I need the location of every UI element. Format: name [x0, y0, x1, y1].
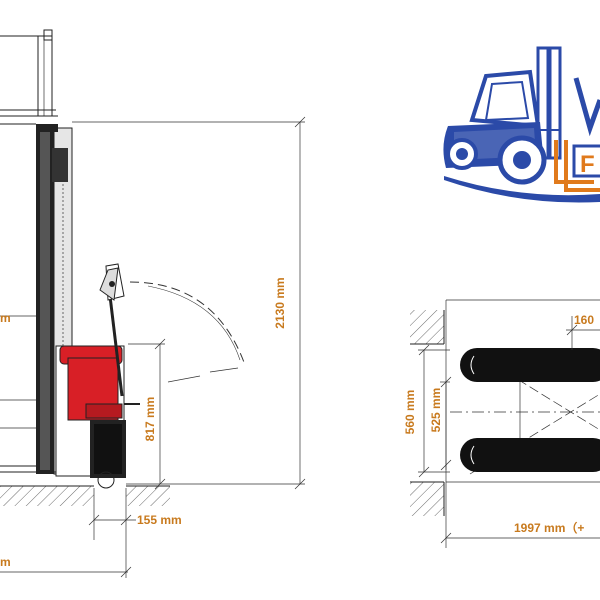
tiller-height-dimension — [128, 338, 166, 490]
bottom-length-dimension — [0, 540, 132, 578]
overall-length-dimension — [440, 532, 600, 544]
tiller-swing-arc — [129, 281, 246, 383]
fork-inner-width-label: 525 mm — [429, 388, 443, 433]
stacker-body — [55, 345, 126, 489]
lower-fork — [460, 438, 600, 472]
overall-length-label: 1997 mm（+ — [514, 520, 584, 535]
top-view — [410, 299, 600, 548]
wheel-offset-label: 155 mm — [137, 513, 182, 527]
left-partial-label: m — [0, 311, 11, 325]
ground — [0, 485, 170, 506]
side-view: 2130 mm 817 mm 155 mm m m — [0, 29, 306, 578]
mast — [0, 123, 73, 475]
wheel-offset-dimension — [88, 488, 136, 540]
tiller-arm — [99, 263, 140, 405]
tiller-height-label: 817 mm — [143, 397, 157, 442]
brand-logo: F — [443, 46, 600, 203]
fork-outer-width-label: 560 mm — [403, 390, 417, 435]
mast-top-frame — [0, 29, 58, 117]
upper-fork — [460, 348, 600, 382]
fork-spacing-dimension — [566, 316, 600, 350]
mast-height-dimension — [72, 116, 306, 490]
mast-height-label: 2130 mm — [273, 277, 287, 328]
fork-spacing-label: 160 — [574, 313, 594, 327]
logo-letter: F — [580, 151, 595, 178]
bottom-length-partial-label: m — [0, 555, 11, 569]
